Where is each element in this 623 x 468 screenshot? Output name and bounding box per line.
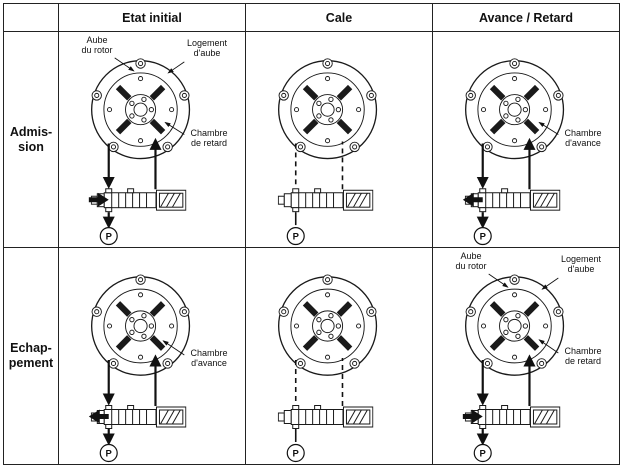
port-p-label: P	[106, 448, 112, 459]
cam-phaser-drawing	[279, 59, 377, 159]
spool-arrow-left-icon	[462, 192, 483, 207]
cam-phaser-drawing	[92, 59, 190, 159]
phaser-valve-diagram: P	[462, 273, 619, 463]
label-chambre-avance: Chambre d'avance	[564, 128, 602, 149]
cam-phaser-drawing	[466, 59, 564, 159]
label-chambre-retard: Chambre de retard	[190, 128, 228, 149]
cam-phaser-drawing	[279, 275, 377, 375]
port-p-label: P	[480, 232, 486, 243]
spool-arrow-right-icon	[88, 192, 109, 207]
cell-echappement-cale: P	[246, 248, 433, 464]
pressure-port-circle	[473, 443, 492, 463]
col-header-etat-initial: Etat initial	[59, 4, 246, 32]
phaser-valve-diagram: P	[88, 57, 245, 246]
pressure-port-circle	[99, 443, 118, 463]
cam-phaser-drawing	[466, 275, 564, 375]
col-header-avance-retard: Avance / Retard	[433, 4, 619, 32]
row-header-echappement: Echap- pement	[4, 248, 59, 464]
spool-arrow-left-icon	[88, 409, 109, 424]
cam-phaser-drawing	[92, 275, 190, 375]
cell-admission-etat-initial: P Aube du rotor Logement d'aube Chambre …	[59, 32, 246, 248]
port-p-label: P	[106, 232, 112, 243]
label-aube-du-rotor: Aube du rotor	[81, 35, 113, 56]
pressure-port-circle	[286, 226, 305, 246]
corner-cell	[4, 4, 59, 32]
cell-echappement-avance-retard: P Aube du rotor Logement d'aube Chambre …	[433, 248, 619, 464]
pressure-port-circle	[99, 226, 118, 246]
row-header-admission: Admis- sion	[4, 32, 59, 248]
vvt-diagram-table: Etat initial Cale Avance / Retard Admis-…	[3, 3, 620, 465]
pressure-port-circle	[473, 226, 492, 246]
phaser-valve-diagram: P	[462, 32, 619, 246]
label-logement-aube: Logement d'aube	[186, 38, 228, 59]
phaser-valve-diagram: P	[88, 248, 245, 463]
spool-arrow-right-icon	[462, 409, 483, 424]
phaser-valve-diagram: P	[246, 248, 432, 463]
port-p-label: P	[480, 448, 486, 459]
pressure-port-circle	[286, 443, 305, 463]
cell-admission-avance-retard: P Chambre d'avance	[433, 32, 619, 248]
solenoid-valve-drawing	[277, 188, 374, 213]
cell-echappement-etat-initial: P Chambre d'avance	[59, 248, 246, 464]
port-p-label: P	[293, 232, 299, 243]
solenoid-valve-drawing	[277, 405, 374, 429]
label-chambre-avance: Chambre d'avance	[190, 348, 228, 369]
label-chambre-retard: Chambre de retard	[564, 346, 602, 367]
label-aube-du-rotor: Aube du rotor	[455, 251, 487, 272]
col-header-cale: Cale	[246, 4, 433, 32]
phaser-valve-diagram: P	[246, 32, 432, 246]
cell-admission-cale: P	[246, 32, 433, 248]
label-logement-aube: Logement d'aube	[560, 254, 602, 275]
port-p-label: P	[293, 448, 299, 459]
